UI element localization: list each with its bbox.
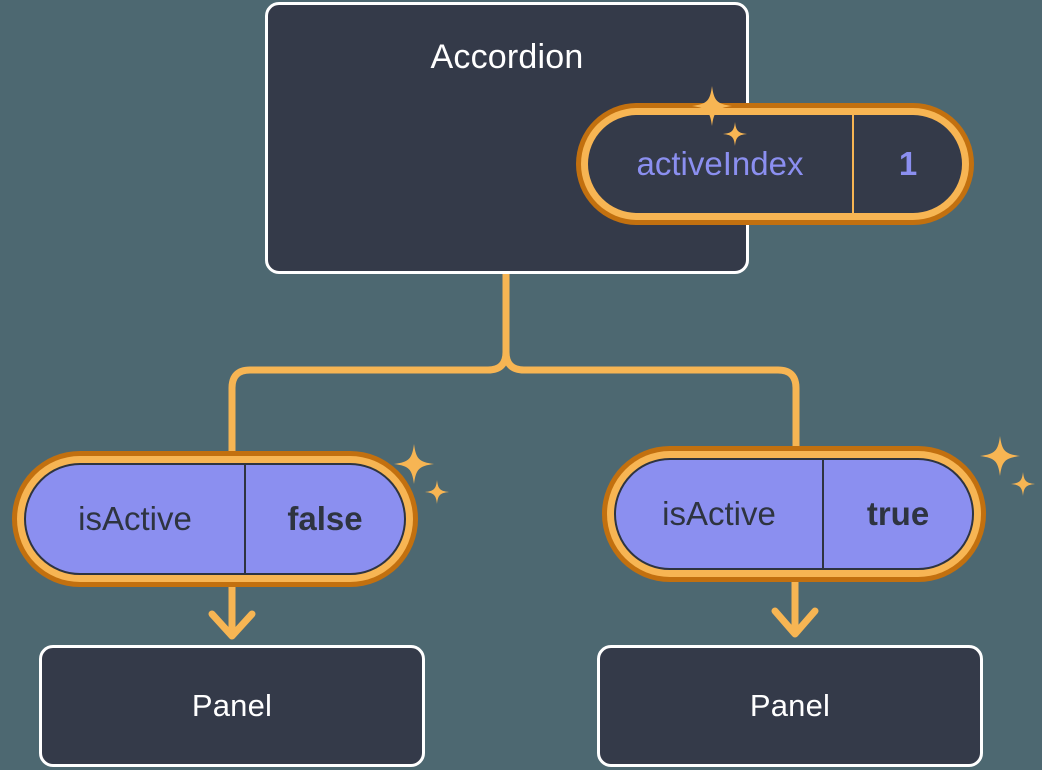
panel-title-left: Panel [191, 688, 273, 723]
state-value-isactive-right: true [866, 495, 930, 532]
panel-component-box-left[interactable]: Panel [39, 645, 425, 767]
state-key-isactive-left: isActive [26, 465, 246, 573]
sparkle-star-small [425, 480, 449, 504]
arrow-left-pill-to-panel [208, 580, 256, 640]
pill-inner: activeIndex 1 [588, 115, 962, 213]
pill-inner: isActive false [24, 463, 406, 575]
sparkle-right-pill-icon [978, 434, 1038, 504]
state-pill-isactive-left[interactable]: isActive false [12, 451, 418, 587]
pill-ring: activeIndex 1 [581, 108, 969, 220]
sparkle-star-large [980, 436, 1020, 476]
pill-inner: isActive true [614, 458, 974, 570]
panel-component-box-right[interactable]: Panel [597, 645, 983, 767]
panel-title-right: Panel [749, 688, 831, 723]
arrow-right-pill-to-panel [771, 576, 819, 638]
state-key-isactive-right: isActive [616, 460, 824, 568]
state-pill-isactive-right[interactable]: isActive true [602, 446, 986, 582]
connector-root-to-right [502, 270, 800, 452]
state-pill-activeindex[interactable]: activeIndex 1 [576, 103, 974, 225]
pill-ring: isActive false [17, 456, 413, 582]
state-value-isactive-left: false [287, 500, 363, 537]
connector-root-to-left [228, 270, 510, 456]
sparkle-star-small [1011, 472, 1035, 496]
accordion-component-box[interactable]: Accordion activeIndex 1 [265, 2, 974, 274]
state-value-activeindex: 1 [898, 145, 918, 182]
state-key-activeindex: activeIndex [588, 115, 854, 213]
pill-ring: isActive true [607, 451, 981, 577]
accordion-title: Accordion [430, 38, 584, 76]
